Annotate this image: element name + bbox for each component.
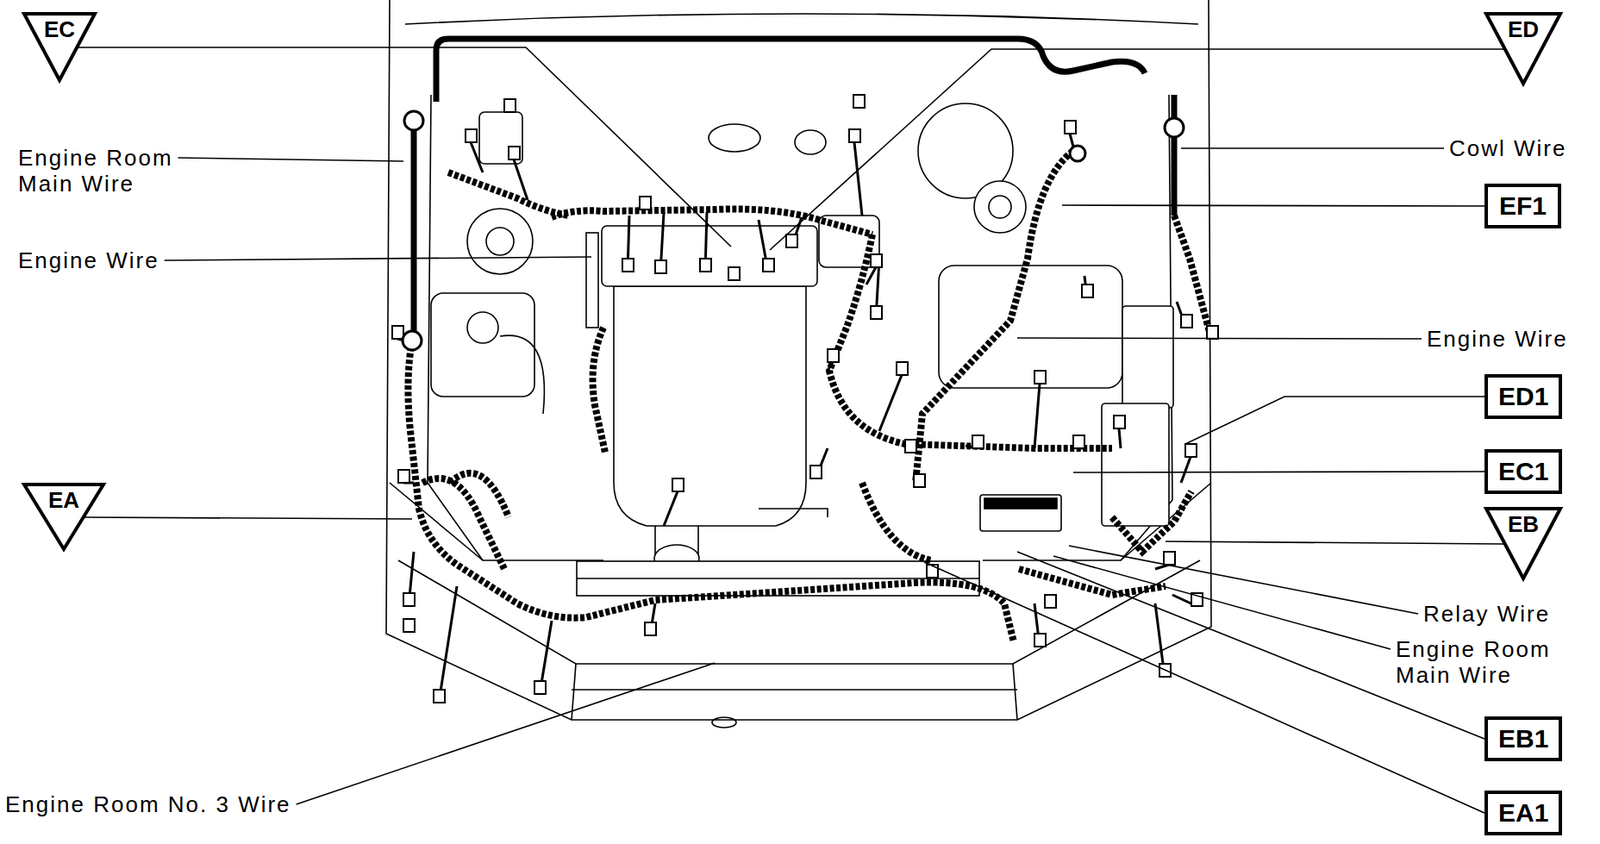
- wire-label: Engine Wire: [1426, 325, 1569, 352]
- grommet: [1069, 145, 1086, 162]
- ground-point-triangle: EC: [22, 12, 97, 83]
- triangle-shape: [24, 13, 95, 81]
- leader-line: [1165, 541, 1505, 544]
- leader-line: [1073, 471, 1485, 473]
- wire-label: Engine Wire: [18, 247, 160, 274]
- harness: [448, 172, 569, 216]
- leader-line: [1068, 545, 1419, 614]
- connector-code-box: ED1: [1484, 374, 1563, 419]
- grommets: [402, 111, 1184, 350]
- leader-line: [296, 662, 715, 805]
- wire-label: Engine Room Main Wire: [18, 144, 191, 197]
- leader-line: [178, 157, 404, 162]
- grommet: [402, 331, 422, 350]
- leader-line: [1053, 556, 1391, 650]
- branch-wires: [397, 133, 1197, 703]
- wire-connectors: [392, 94, 1219, 703]
- grommet: [404, 111, 424, 131]
- cowl-harness: [436, 38, 1145, 102]
- leader-line: [1017, 337, 1422, 339]
- leader-line: [164, 256, 592, 261]
- harness: [593, 327, 606, 453]
- strut-nut: [988, 195, 1012, 219]
- fuse-box: [980, 494, 1062, 532]
- front-panel: [398, 560, 1200, 664]
- leader-line: [769, 49, 1505, 250]
- engine-bracket: [586, 232, 599, 328]
- triangle-shape: [1486, 508, 1561, 579]
- wire-label: Relay Wire: [1423, 600, 1550, 627]
- triangle-shape: [24, 484, 104, 550]
- reservoir-hose: [500, 335, 544, 414]
- taped-harnesses: [407, 150, 1210, 643]
- harness: [551, 209, 873, 236]
- connector-code: EC1: [1498, 456, 1549, 488]
- connector-code: ED1: [1498, 381, 1549, 413]
- emblem: [712, 717, 737, 728]
- grommet: [1164, 118, 1184, 138]
- cap: [794, 130, 826, 155]
- cap: [708, 124, 761, 152]
- solid-wires: [413, 38, 1175, 341]
- leader-line: [84, 517, 413, 519]
- connector-code: EC: [43, 17, 75, 42]
- engine-block: [613, 286, 807, 526]
- wire-label: Engine Room Main Wire: [1395, 636, 1569, 688]
- triangle-shape: [1486, 13, 1561, 84]
- harness: [1112, 491, 1192, 552]
- connector-code-box: EA1: [1484, 790, 1563, 836]
- fuse-block: [1122, 306, 1174, 408]
- ground-point-triangle: EA: [22, 482, 106, 552]
- wire-label: Engine Room No. 3 Wire: [5, 791, 292, 818]
- connector-code: EB: [1507, 512, 1539, 537]
- bumper: [571, 663, 1018, 720]
- ground-point-triangle: EB: [1484, 506, 1563, 582]
- connector-code: EA: [48, 487, 80, 513]
- engine-parts: [431, 103, 1174, 596]
- connector-code: ED: [1507, 17, 1539, 42]
- harness: [915, 150, 1074, 483]
- connector-code-box: EC1: [1484, 449, 1563, 494]
- cowl-harness: [1171, 94, 1178, 216]
- leader-line: [78, 47, 732, 247]
- connector-code: EA1: [1498, 797, 1549, 829]
- fuse-box-lid: [984, 498, 1057, 509]
- ground-point-triangle: ED: [1484, 12, 1563, 87]
- reservoir-cap: [467, 312, 499, 344]
- radiator-core: [576, 577, 980, 580]
- strut-tower: [974, 181, 1026, 233]
- valve-cover: [601, 225, 818, 287]
- connector-code-box: EF1: [1484, 183, 1562, 229]
- leader-line: [1185, 396, 1485, 444]
- harness: [862, 482, 932, 561]
- wire-label: Cowl Wire: [1449, 135, 1567, 162]
- pipe: [758, 508, 828, 518]
- connector-code: EF1: [1498, 190, 1548, 222]
- strut-nut: [486, 227, 514, 256]
- reservoir: [431, 293, 535, 397]
- harness: [407, 340, 1014, 643]
- leader-line: [1181, 147, 1444, 150]
- radiator: [576, 561, 980, 596]
- connector-code-box: EB1: [1484, 716, 1563, 762]
- strut-tower: [467, 208, 533, 275]
- relay-block: [1101, 403, 1169, 526]
- main-harness: [411, 120, 418, 341]
- harness: [450, 473, 509, 518]
- cowl-line: [405, 13, 1199, 25]
- leader-line: [1062, 205, 1485, 207]
- connector-code: EB1: [1498, 723, 1549, 755]
